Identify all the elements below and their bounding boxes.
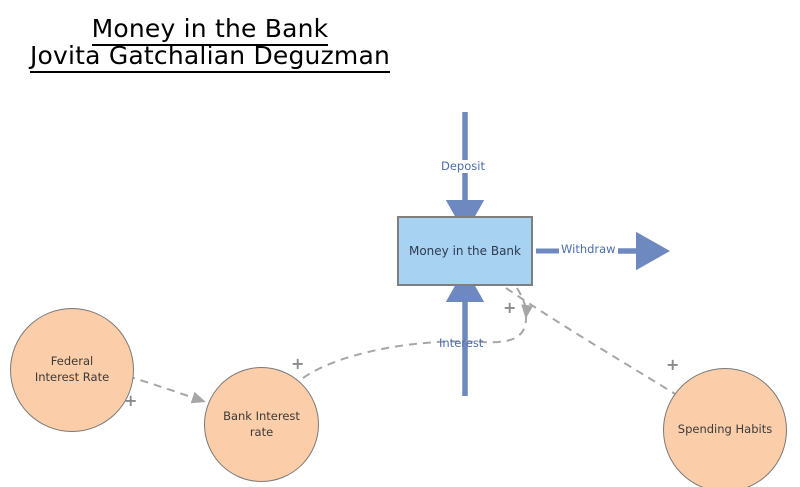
stock-money-in-the-bank[interactable]: Money in the Bank [397,216,533,286]
link-federal-to-bank [126,375,206,404]
variable-bank-interest-rate[interactable]: Bank Interest rate [204,367,319,482]
flow-label-deposit: Deposit [439,159,487,173]
variable-federal-interest-rate[interactable]: Federal Interest Rate [10,308,134,432]
polarity-plus-money-to-spending: + [666,355,680,374]
variable-label: Federal Interest Rate [29,354,115,385]
polarity-plus-federal-to-bank: + [124,391,138,410]
variable-label: Spending Habits [677,422,773,437]
variable-label-line-1: Bank Interest [223,408,300,423]
link-money-to-interest [516,287,534,319]
link-money-to-spending [505,287,691,404]
variable-label-line-2: Interest Rate [34,370,110,384]
polarity-plus-money-to-interest: + [503,298,517,317]
variable-label-line-2: rate [249,424,274,439]
variable-label-line-1: Federal [50,354,94,369]
flow-label-withdraw: Withdraw [559,242,618,256]
stock-label: Money in the Bank [408,243,521,258]
flow-label-interest: Interest [439,336,484,350]
link-bank-to-interest [302,315,528,379]
polarity-plus-bank-to-interest: + [291,354,305,373]
variable-label: Bank Interest rate [217,409,306,440]
variable-spending-habits[interactable]: Spending Habits [663,368,787,487]
